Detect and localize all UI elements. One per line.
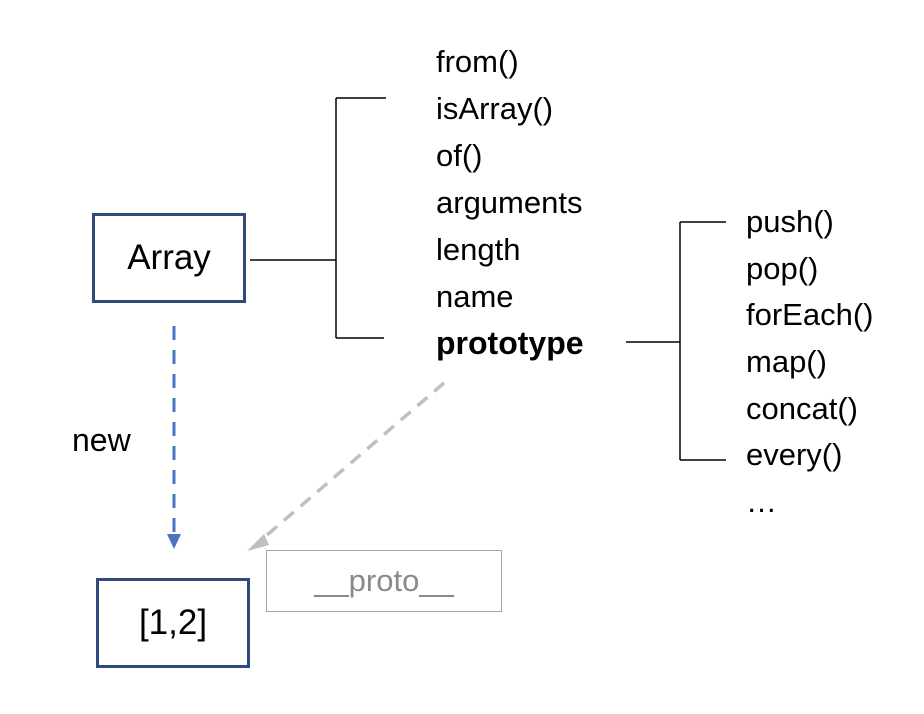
static-member: from() [436,44,519,79]
prototype-members-list: push() pop() forEach() map() concat() ev… [746,199,873,526]
prototype-member: map() [746,344,827,380]
prototype-member: concat() [746,390,858,426]
array-instance-box: [1,2] [96,578,250,668]
new-label: new [72,422,131,458]
array-instance-label: [1,2] [138,603,208,642]
proto-arrow-head [247,534,269,551]
new-arrow-head [167,534,181,549]
proto-link-label: __proto__ [314,563,454,598]
prototype-member-ellipsis: … [746,484,777,520]
prototype-member: forEach() [746,297,874,333]
prototype-member: pop() [746,250,819,286]
array-constructor-label: Array [127,238,211,277]
static-member: isArray() [436,91,554,126]
static-member: arguments [436,185,583,220]
proto-arrow-shaft [258,381,446,543]
prototype-member: push() [746,204,834,239]
prototype-member: every() [746,437,843,473]
proto-link-label-box: __proto__ [266,550,502,612]
static-member: name [436,279,514,314]
static-member: length [436,232,521,267]
array-constructor-box: Array [92,213,246,303]
static-member: of() [436,138,483,173]
static-members-list: from() isArray() of() arguments length n… [436,38,584,367]
static-member-prototype: prototype [436,325,584,361]
